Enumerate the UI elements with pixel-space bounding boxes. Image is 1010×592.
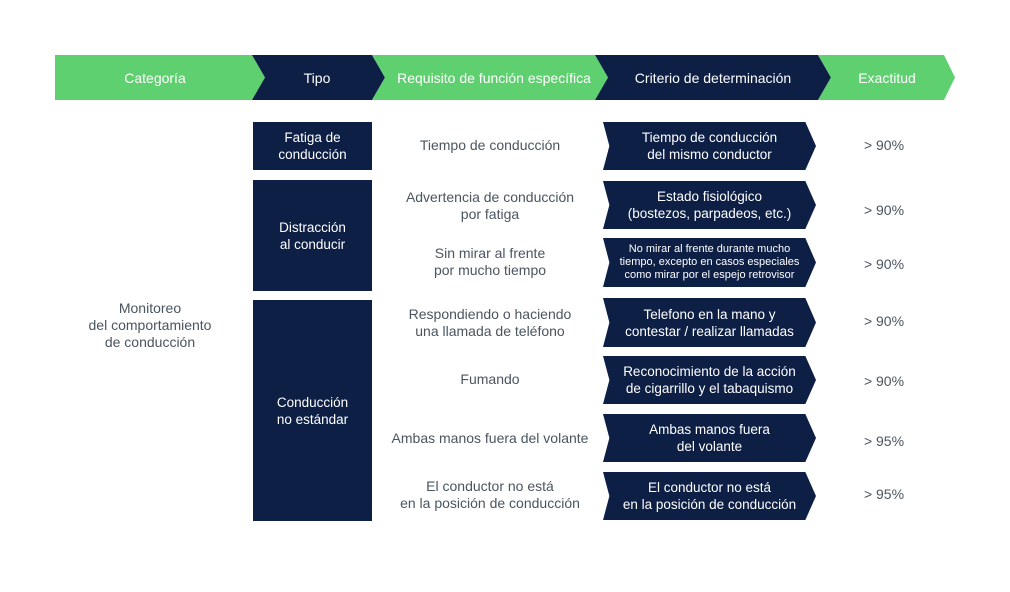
header-criterio-label: Criterio de determinación — [634, 69, 792, 86]
requirement-4: Fumando — [460, 370, 520, 387]
header-segment-tipo — [252, 55, 385, 100]
criterion-3: Telefono en la mano y contestar / realiz… — [603, 298, 816, 347]
criterion-0: Tiempo de conducción del mismo conductor — [603, 122, 816, 170]
criterion-6: El conductor no está en la posición de c… — [603, 472, 816, 520]
criterion-4: Reconocimiento de la acción de cigarrill… — [603, 356, 816, 404]
header-categoria-label: Categoría — [124, 69, 186, 86]
requirement-3: Respondiendo o haciendo una llamada de t… — [408, 306, 572, 339]
requirement-5: Ambas manos fuera del volante — [391, 429, 589, 446]
header-exactitud-label: Exactitud — [858, 69, 916, 86]
type-box-no-estandar: Conducción no estándar — [253, 300, 372, 521]
criterion-2: No mirar al frente durante mucho tiempo,… — [603, 238, 816, 287]
accuracy-4: > 90% — [863, 373, 905, 389]
accuracy-6: > 95% — [863, 486, 905, 502]
header-segment-criterio — [595, 55, 831, 100]
criterion-1: Estado fisiológico (bostezos, parpadeos,… — [603, 181, 816, 229]
header-segment-categoria — [55, 55, 265, 100]
accuracy-2: > 90% — [863, 256, 905, 272]
requirement-1: Advertencia de conducción por fatiga — [405, 189, 575, 222]
criterion-5: Ambas manos fuera del volante — [603, 414, 816, 462]
accuracy-0: > 90% — [863, 137, 905, 153]
requirement-0: Tiempo de conducción — [419, 136, 561, 153]
header-tipo-label: Tipo — [303, 69, 331, 86]
accuracy-3: > 90% — [863, 313, 905, 329]
header-segment-exactitud — [818, 55, 955, 100]
accuracy-5: > 95% — [863, 433, 905, 449]
header-requisito-label: Requisito de función específica — [397, 69, 591, 86]
header-segment-requisito — [372, 55, 608, 100]
accuracy-1: > 90% — [863, 202, 905, 218]
requirement-2: Sin mirar al frente por mucho tiempo — [433, 245, 547, 278]
category-label: Monitoreo del comportamiento de conducci… — [88, 299, 212, 350]
type-box-distraccion: Distracción al conducir — [253, 180, 372, 291]
requirement-6: El conductor no está en la posición de c… — [400, 478, 580, 511]
type-box-fatiga: Fatiga de conducción — [253, 122, 372, 170]
